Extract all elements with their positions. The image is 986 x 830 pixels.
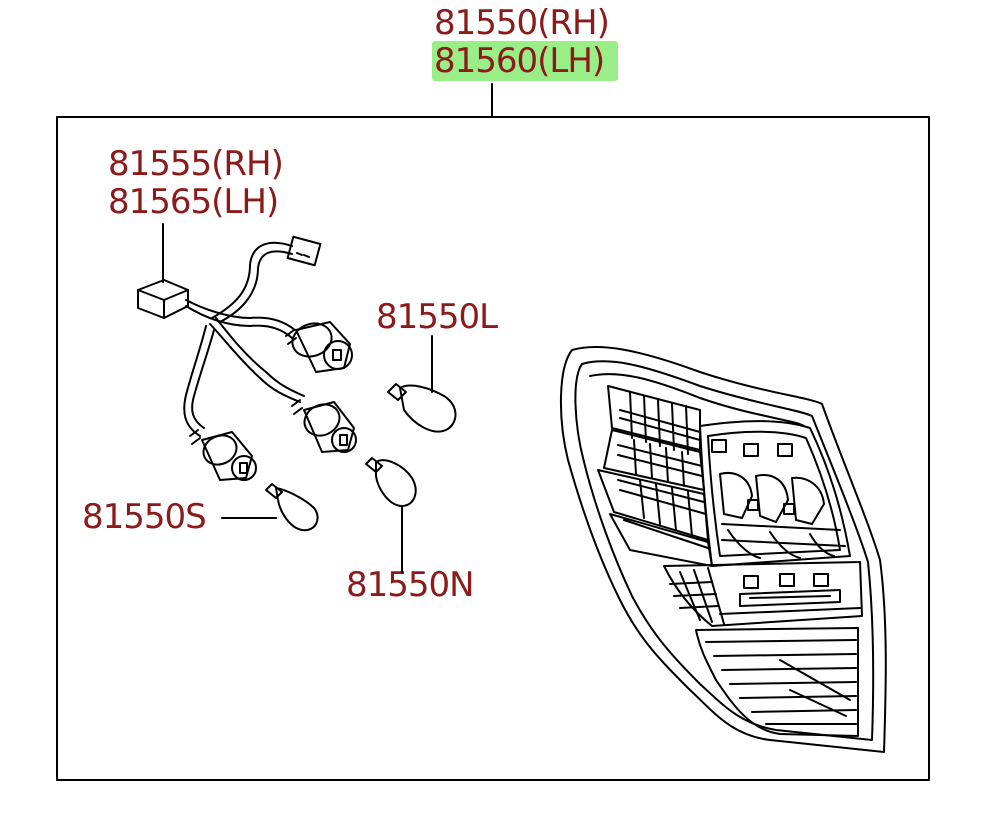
bulb-81550S-label: 81550S	[82, 497, 207, 537]
bulb-81550L-label: 81550L	[376, 297, 498, 337]
harness-part-lh-label: 81565(LH)	[108, 182, 279, 222]
assembly-part-lh-label: 81560(LH)	[432, 41, 619, 81]
wiring-harness	[137, 235, 322, 437]
bulb-81550L	[387, 383, 457, 433]
socket-top	[285, 321, 353, 373]
assembly-part-rh-label: 81550(RH)	[434, 3, 610, 43]
tail-lamp-assembly	[559, 345, 887, 753]
socket-middle	[291, 399, 357, 453]
diagram-frame	[56, 116, 930, 781]
bulb-81550N-label: 81550N	[346, 565, 475, 605]
assembly-part-lh-highlight: 81560(LH)	[432, 41, 619, 81]
bulb-81550S	[265, 483, 319, 532]
bulb-81550N	[365, 457, 417, 507]
socket-lower-left	[189, 429, 257, 481]
harness-part-rh-label: 81555(RH)	[108, 144, 284, 184]
